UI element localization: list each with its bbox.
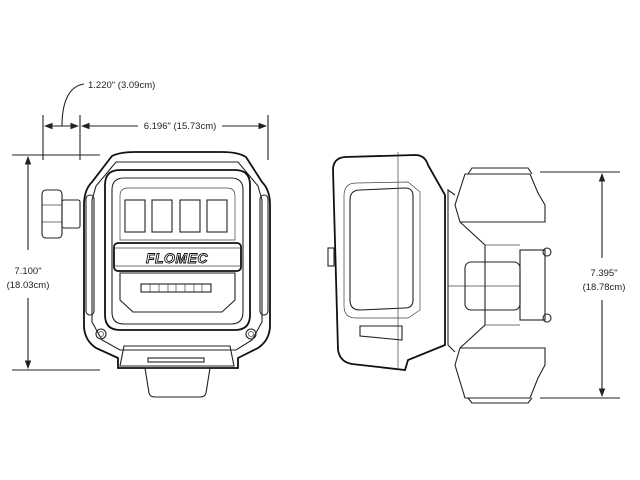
flomec-logo: FLOMEC <box>146 250 208 266</box>
knob-icon <box>41 189 81 239</box>
front-height-cm: (18.03cm) <box>7 280 50 291</box>
side-height-cm: (18.78cm) <box>583 282 626 293</box>
screw-icon <box>245 328 257 340</box>
front-view: FLOMEC <box>41 151 271 398</box>
side-height-dimension: 7.395" (18.78cm) <box>540 171 626 399</box>
side-button-icon <box>327 247 335 267</box>
width-dimension: 1.220" (3.09cm) 6.196" (15.73cm) <box>42 80 269 160</box>
front-height-dimension: 7.100" (18.03cm) <box>7 154 100 371</box>
screw-icon <box>95 328 107 340</box>
side-height-in: 7.395" <box>590 268 617 279</box>
side-view <box>327 152 552 404</box>
front-height-in: 7.100" <box>14 266 41 277</box>
knob-offset-label: 1.220" (3.09cm) <box>88 80 155 91</box>
width-label: 6.196" (15.73cm) <box>144 121 217 132</box>
